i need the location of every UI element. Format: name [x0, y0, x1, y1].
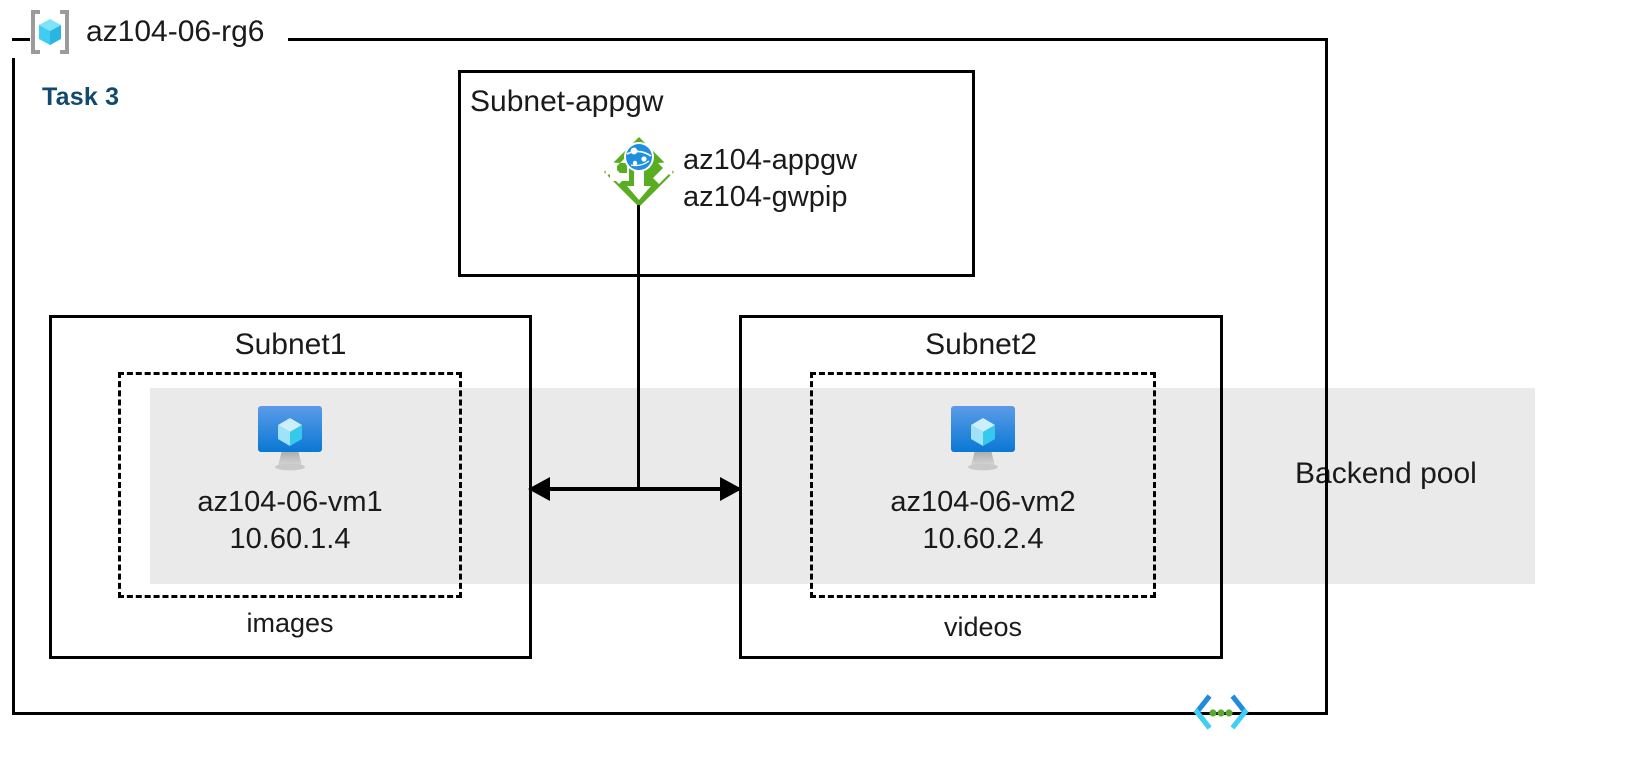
arrow-head-right-icon: [720, 477, 742, 501]
task-label: Task 3: [42, 83, 120, 111]
vm1-group: az104-06-vm1 10.60.1.4: [118, 400, 462, 558]
gwpip-name: az104-gwpip: [683, 181, 848, 213]
subnet-appgw-box: [458, 70, 975, 277]
resource-group-title: az104-06-rg6: [86, 15, 265, 48]
subnet2-nic-box: [810, 372, 1156, 598]
resource-group-border-bottom: [12, 712, 1328, 715]
appgw-connector-line: [637, 205, 640, 491]
subnet1-box: [49, 315, 532, 659]
vm2-group: az104-06-vm2 10.60.2.4: [810, 400, 1156, 558]
virtual-machine-icon: [258, 406, 322, 471]
resource-group-border-top-left: [12, 38, 30, 41]
resource-group-border-right: [1325, 38, 1328, 715]
appgw-name: az104-appgw: [683, 144, 858, 176]
vm1-name: az104-06-vm1: [197, 486, 383, 518]
subnet-appgw-title: Subnet-appgw: [470, 85, 664, 118]
resource-group-border-left: [12, 58, 15, 715]
vm2-ip: 10.60.2.4: [922, 523, 1044, 555]
vm2-name: az104-06-vm2: [890, 486, 1076, 518]
subnet2-title: Subnet2: [925, 328, 1037, 361]
subnet-connector-arrow: [531, 487, 741, 491]
subnet1-title: Subnet1: [234, 328, 347, 361]
backend-pool-label: Backend pool: [1295, 457, 1477, 490]
code-brackets-icon: [1192, 694, 1250, 730]
appgw-resource-names: az104-appgw az104-gwpip: [683, 142, 857, 216]
resource-group-icon: [26, 8, 74, 56]
arrow-head-left-icon: [528, 477, 550, 501]
subnet2-content-label: videos: [943, 612, 1023, 642]
resource-group-border-top-right: [288, 38, 1328, 41]
virtual-machine-icon: [951, 406, 1015, 471]
vm1-ip: 10.60.1.4: [229, 523, 351, 555]
subnet2-box: [739, 315, 1223, 659]
backend-pool-band: [150, 388, 1535, 584]
subnet1-content-label: images: [246, 608, 334, 638]
subnet1-nic-box: [118, 372, 462, 598]
application-gateway-icon: [601, 134, 677, 210]
